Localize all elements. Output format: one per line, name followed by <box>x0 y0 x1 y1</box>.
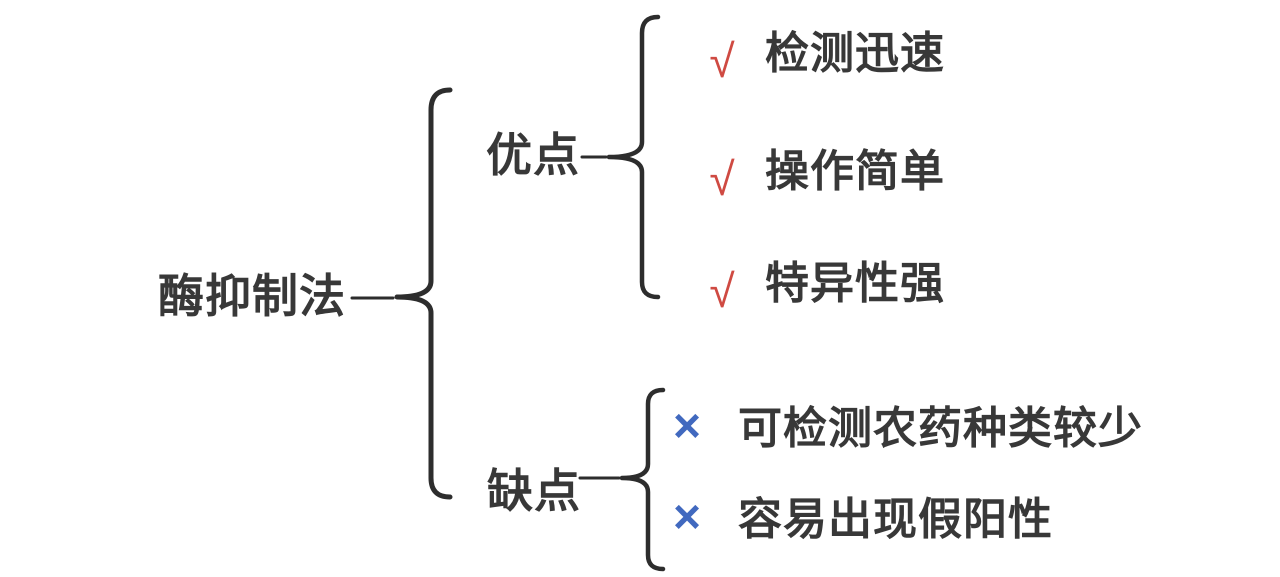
disadvantages-brace <box>619 387 666 572</box>
advantages-brace <box>606 14 661 300</box>
disadvantage-item-1: × 可检测农药种类较少 <box>672 400 1143 453</box>
root-node-label: 酶抑制法 <box>158 270 346 322</box>
disadvantage-item-1-label: 可检测农药种类较少 <box>738 404 1143 453</box>
check-icon: √ <box>709 153 735 205</box>
advantage-item-1: √ 检测迅速 <box>705 29 945 85</box>
cross-icon: × <box>672 491 702 544</box>
check-icon: √ <box>709 265 735 317</box>
advantage-item-1-label: 检测迅速 <box>765 29 945 78</box>
advantage-item-3: √ 特异性强 <box>705 259 945 315</box>
advantage-item-3-label: 特异性强 <box>765 259 945 308</box>
disadvantage-item-2: × 容易出现假阳性 <box>672 491 1053 544</box>
check-icon: √ <box>709 35 735 87</box>
advantage-item-2-label: 操作简单 <box>765 147 945 196</box>
branch-disadvantages-label: 缺点 <box>487 465 581 517</box>
disadvantage-item-2-label: 容易出现假阳性 <box>738 495 1053 544</box>
root-brace <box>394 87 453 500</box>
branch-advantages-label: 优点 <box>486 129 580 181</box>
advantage-item-2: √ 操作简单 <box>705 147 945 203</box>
cross-icon: × <box>672 400 702 453</box>
